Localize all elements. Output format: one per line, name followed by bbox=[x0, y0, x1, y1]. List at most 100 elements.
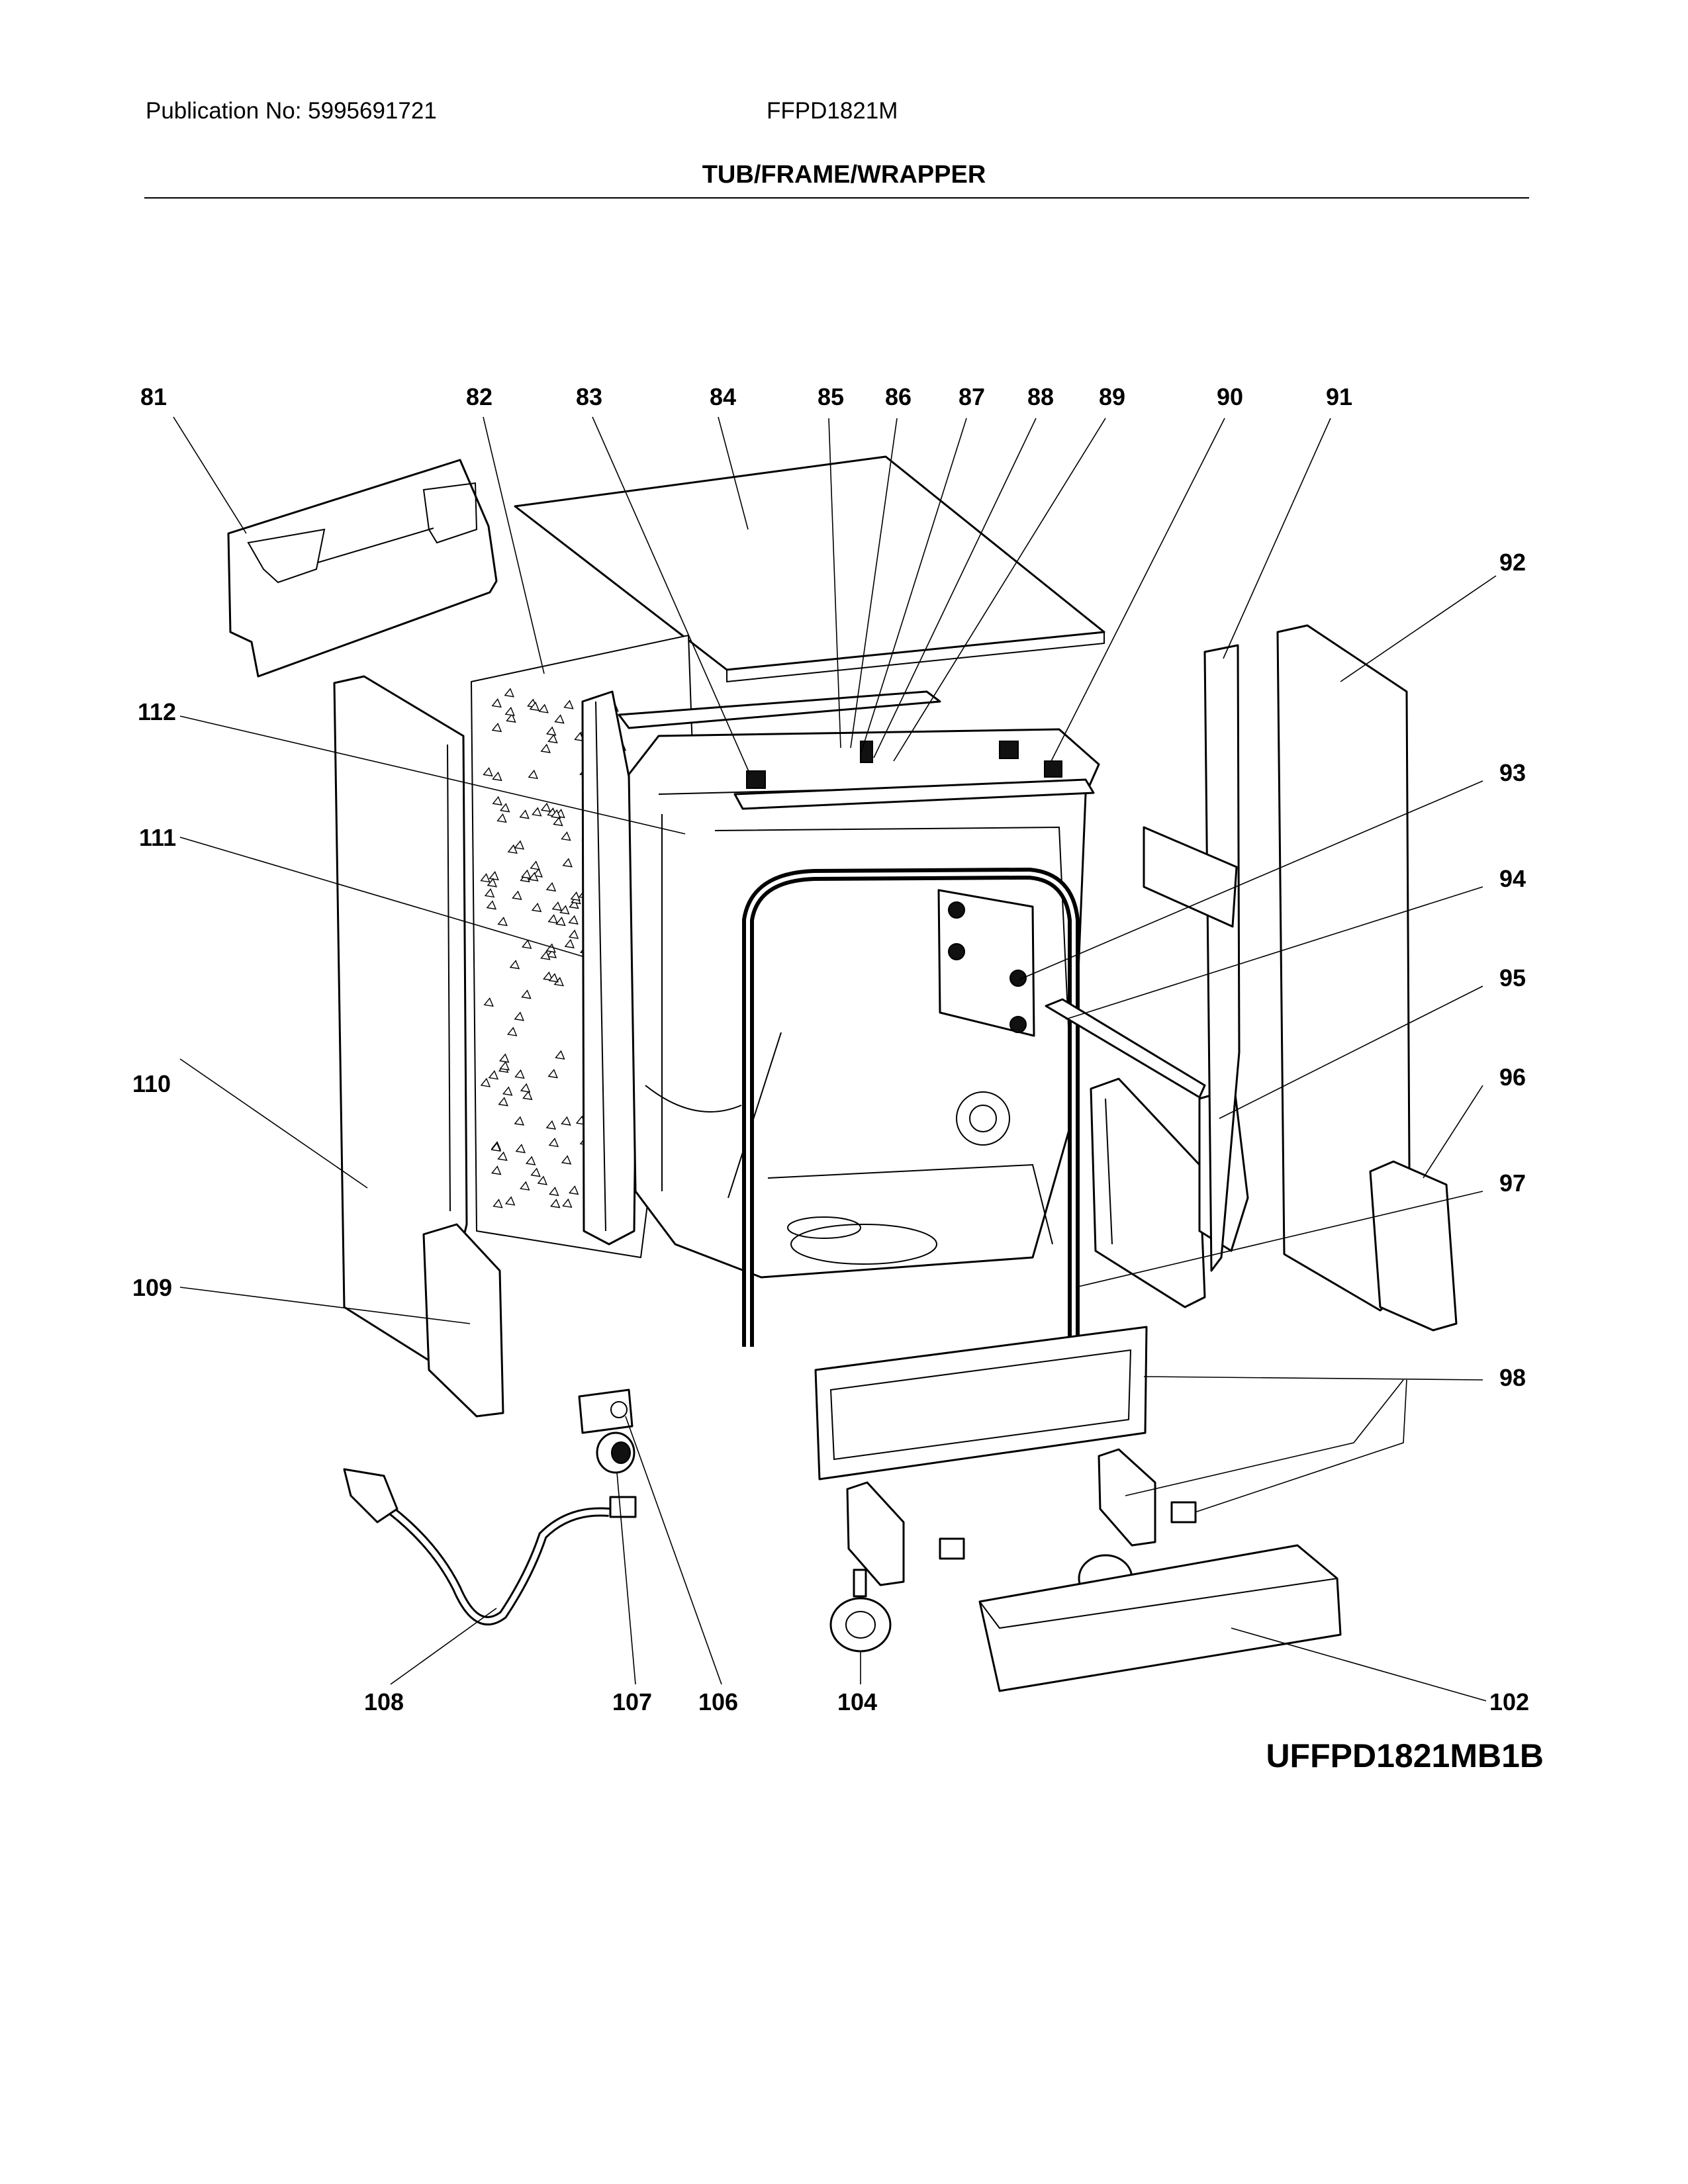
insulation-speck bbox=[561, 1116, 571, 1126]
insulation-speck bbox=[568, 929, 579, 939]
part-label: 97 bbox=[1499, 1169, 1526, 1197]
insulation-speck bbox=[563, 700, 574, 709]
part-label: 91 bbox=[1326, 383, 1352, 410]
insulation-speck bbox=[531, 902, 542, 913]
part-label: 88 bbox=[1027, 383, 1054, 410]
insulation-speck bbox=[540, 802, 551, 812]
insulation-speck bbox=[530, 860, 540, 870]
insulation-speck bbox=[492, 771, 502, 782]
insulation-speck bbox=[528, 872, 539, 882]
part-label: 81 bbox=[140, 383, 167, 410]
insulation-speck bbox=[522, 1091, 533, 1101]
part-front-left-rail bbox=[581, 690, 640, 1246]
part-side-wrapper-panel bbox=[333, 675, 468, 1365]
insulation-speck bbox=[540, 743, 551, 753]
insulation-speck bbox=[555, 1050, 565, 1060]
insulation-speck bbox=[521, 939, 532, 949]
part-power-cord bbox=[343, 1468, 610, 1625]
insulation-speck bbox=[496, 813, 507, 823]
insulation-speck bbox=[545, 726, 557, 736]
insulation-speck bbox=[499, 1053, 510, 1063]
part-leg-brackets bbox=[846, 1448, 1197, 1586]
part-door-hinge-plate bbox=[937, 889, 1035, 1037]
insulation-speck bbox=[499, 1061, 510, 1071]
insulation-speck bbox=[537, 1175, 548, 1185]
part-toe-kick-panel bbox=[978, 1544, 1342, 1692]
part-top-rear-panel bbox=[227, 459, 498, 678]
part-label: 112 bbox=[138, 698, 176, 725]
insulation-speck bbox=[528, 769, 538, 780]
part-label: 111 bbox=[139, 824, 176, 851]
insulation-speck bbox=[504, 706, 515, 717]
insulation-speck bbox=[564, 938, 575, 948]
part-label: 87 bbox=[959, 383, 985, 410]
part-right-lower-bracket bbox=[1369, 1160, 1458, 1332]
insulation-speck bbox=[550, 809, 561, 819]
insulation-speck bbox=[480, 873, 491, 883]
insulation-speck bbox=[487, 878, 498, 887]
insulation-speck bbox=[546, 948, 557, 958]
insulation-speck bbox=[538, 704, 549, 713]
part-label: 83 bbox=[576, 383, 602, 410]
insulation-speck bbox=[562, 858, 573, 868]
insulation-speck bbox=[568, 915, 579, 925]
leader-lines bbox=[173, 416, 1497, 1702]
insulation-speck bbox=[504, 1196, 516, 1206]
insulation-speck bbox=[543, 971, 553, 981]
part-label: 86 bbox=[885, 383, 912, 410]
figure-code: UFFPD1821MB1B bbox=[1266, 1737, 1544, 1774]
insulation-speck bbox=[499, 803, 510, 813]
insulation-speck bbox=[553, 817, 563, 827]
insulation-speck bbox=[491, 1165, 502, 1175]
part-door-arm bbox=[1045, 998, 1206, 1099]
insulation-speck bbox=[520, 1083, 531, 1093]
insulation-speck bbox=[561, 1155, 572, 1165]
insulation-speck bbox=[491, 1142, 501, 1152]
insulation-speck bbox=[486, 900, 497, 910]
insulation-speck bbox=[520, 1181, 530, 1191]
insulation-speck bbox=[519, 809, 530, 819]
page-title: TUB/FRAME/WRAPPER bbox=[702, 161, 986, 189]
insulation-speck bbox=[488, 1070, 499, 1080]
insulation-speck bbox=[489, 871, 499, 881]
insulation-speck bbox=[569, 1185, 579, 1195]
insulation-speck bbox=[502, 1086, 513, 1096]
part-label: 93 bbox=[1499, 759, 1526, 786]
part-label: 98 bbox=[1499, 1364, 1526, 1391]
insulation-speck bbox=[548, 1138, 559, 1148]
part-label: 82 bbox=[466, 383, 492, 410]
insulation-speck bbox=[521, 869, 532, 879]
part-label: 89 bbox=[1099, 383, 1125, 410]
insulation-speck bbox=[504, 688, 514, 698]
insulation-speck bbox=[561, 831, 571, 841]
part-label: 106 bbox=[698, 1688, 738, 1715]
part-label: 95 bbox=[1499, 964, 1526, 991]
insulation-speck bbox=[570, 891, 581, 901]
part-right-tall-rail bbox=[1143, 644, 1241, 1272]
part-label: 108 bbox=[364, 1688, 404, 1715]
insulation-speck bbox=[540, 950, 551, 960]
part-label: 96 bbox=[1499, 1064, 1526, 1091]
insulation-speck bbox=[514, 1116, 524, 1126]
part-top-cover-panel bbox=[514, 455, 1105, 683]
insulation-speck bbox=[498, 1097, 508, 1107]
insulation-speck bbox=[483, 767, 493, 777]
insulation-speck bbox=[497, 1151, 508, 1161]
insulation-speck bbox=[545, 882, 557, 892]
part-strain-relief bbox=[596, 1432, 637, 1518]
insulation-speck bbox=[559, 905, 570, 915]
insulation-speck bbox=[483, 997, 494, 1007]
insulation-speck bbox=[492, 1199, 503, 1208]
insulation-speck bbox=[532, 807, 542, 817]
insulation-speck bbox=[480, 1077, 491, 1087]
insulation-speck bbox=[484, 888, 495, 898]
insulation-speck bbox=[545, 1120, 557, 1130]
part-label: 104 bbox=[837, 1688, 877, 1715]
part-labels: 81 82 83 84 85 86 87 88 89 90 91 92 93 9… bbox=[132, 383, 1529, 1715]
part-left-lower-bracket bbox=[422, 1223, 504, 1418]
insulation-speck bbox=[529, 702, 540, 711]
insulation-speck bbox=[506, 1026, 518, 1036]
insulation-speck bbox=[506, 713, 516, 723]
insulation-speck bbox=[547, 733, 558, 744]
